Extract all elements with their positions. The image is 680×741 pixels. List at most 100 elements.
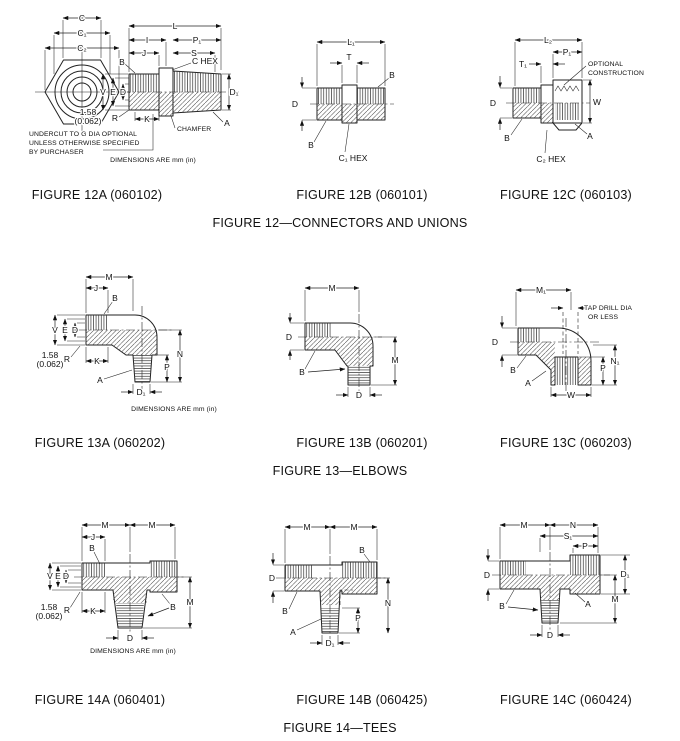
dim-label-k: K [94, 356, 100, 366]
fig12b-caption: FIGURE 12B (060101) [296, 188, 428, 202]
dim-label-d1: D₁ [620, 569, 629, 579]
dim-label-d: D [292, 99, 298, 109]
dim-label-d-left: D [484, 570, 490, 580]
note-dimensions: DIMENSIONS ARE mm (in) [110, 157, 196, 164]
text-radius-mm: 1.58 [42, 350, 59, 360]
dim-label-p: P [582, 541, 588, 551]
text-radius-mm: 1.58 [80, 107, 97, 117]
dim-label-j: J [142, 48, 146, 58]
dim-label-p: P [355, 613, 361, 623]
leader-label-a: A [290, 627, 296, 637]
dim-label-n1: N₁ [610, 356, 619, 366]
dim-label-d-bottom: D [127, 633, 133, 643]
leader-label-chex: C HEX [192, 56, 218, 66]
fig14a-drawing: M M J B V E D 1.58 (0.062) R K D B M DIM… [34, 519, 195, 657]
dim-label-v: V [52, 325, 58, 335]
dim-label-d: D [63, 571, 69, 581]
leader-label-b-right: B [170, 602, 176, 612]
note-optional-1: OPTIONAL [588, 61, 623, 68]
dim-label-m-right: M [350, 522, 357, 532]
dim-label-d: D [490, 98, 496, 108]
fig13c-caption: FIGURE 13C (060203) [500, 436, 632, 450]
dim-label-p1: P₁ [563, 47, 572, 57]
dim-label-l: L [173, 21, 178, 31]
leader-label-c2hex: C₂ HEX [536, 154, 566, 164]
dim-label-s: S [191, 48, 197, 58]
dim-label-d: D [269, 573, 275, 583]
dim-label-m-left: M [303, 522, 310, 532]
leader-label-b-top: B [89, 543, 95, 553]
dim-label-j: J [91, 532, 95, 542]
dim-label-w: W [593, 97, 601, 107]
text-radius-in: (0.062) [75, 116, 102, 126]
leader-label-a: A [525, 378, 531, 388]
fig12c-drawing: L₂ P₁ T₁ OPTIONAL CONSTRUCTION W D B A C… [489, 34, 646, 166]
leader-label-b-bottom: B [308, 140, 314, 150]
dim-label-r: R [64, 354, 70, 364]
dim-label-m: M [520, 520, 527, 530]
leader-label-b: B [504, 133, 510, 143]
fig14c-drawing: M N S₁ P D D₁ M A B D [483, 519, 631, 642]
dim-label-m-right: M [611, 594, 618, 604]
dim-label-t1: T₁ [519, 59, 527, 69]
dim-label-p1: P₁ [193, 35, 202, 45]
dim-label-p: P [600, 363, 606, 373]
dim-label-m-right: M [391, 355, 398, 365]
dim-label-e: E [110, 87, 116, 97]
dim-label-n: N [177, 349, 183, 359]
dim-label-e: E [62, 325, 68, 335]
dim-label-r: R [64, 605, 70, 615]
leader-label-b: B [119, 57, 125, 67]
dim-label-n: N [570, 520, 576, 530]
leader-label-b-top: B [359, 545, 365, 555]
note-optional-2: CONSTRUCTION [588, 70, 644, 77]
dim-label-r: R [112, 113, 118, 123]
dim-label-a: A [224, 118, 230, 128]
figure13-group-caption: FIGURE 13—ELBOWS [272, 464, 408, 478]
fig13a-drawing: M J B V E D 1.58 (0.062) R K A D₁ N P DI… [35, 271, 218, 415]
dim-label-d1: D₁ [136, 387, 145, 397]
fig14b-drawing: M M B D B A D₁ P N [268, 521, 393, 650]
fig14a-caption: FIGURE 14A (060401) [34, 693, 166, 707]
dim-label-k: K [144, 114, 150, 124]
dim-label-s1: S₁ [564, 531, 573, 541]
fig12a-drawing: C C₁ C₂ L I P₁ J S B C HEX V E D D₁ 1.58… [28, 12, 240, 166]
note-dimensions: DIMENSIONS ARE mm (in) [131, 406, 217, 413]
dim-label-t: T [346, 52, 351, 62]
leader-label-c1hex: C₁ HEX [339, 153, 368, 163]
note-undercut-3: BY PURCHASER [29, 149, 84, 156]
fig13a-caption: FIGURE 13A (060202) [34, 436, 166, 450]
fig14b-caption: FIGURE 14B (060425) [296, 693, 428, 707]
note-dimensions: DIMENSIONS ARE mm (in) [90, 648, 176, 655]
dim-label-m-left: M [101, 520, 108, 530]
fig13c-drawing: M₁ TAP DRILL DIA OR LESS D B A W N₁ P [491, 284, 634, 402]
dim-label-d1: D₁ [325, 638, 334, 648]
note-tapdrill-1: TAP DRILL DIA [584, 305, 632, 312]
dim-label-d: D [492, 337, 498, 347]
dim-label-m1: M₁ [536, 285, 546, 295]
leader-label-a: A [97, 375, 103, 385]
dim-label-c: C [79, 13, 85, 23]
label-chamfer: CHAMFER [177, 126, 211, 133]
fig13b-drawing: M D B M D [285, 282, 400, 402]
leader-label-b-left: B [282, 606, 288, 616]
text-radius-in: (0.062) [37, 359, 64, 369]
fig12b-drawing: L₁ T B D B C₁ HEX [291, 36, 397, 165]
note-undercut-2: UNLESS OTHERWISE SPECIFIED [29, 140, 140, 147]
fig14c-caption: FIGURE 14C (060424) [500, 693, 632, 707]
leader-label-a: A [585, 599, 591, 609]
dim-label-l2: L₂ [544, 35, 552, 45]
dim-label-d: D [72, 325, 78, 335]
dim-label-d1: D₁ [229, 87, 238, 97]
dim-label-d-bottom: D [547, 630, 553, 640]
dim-label-c1: C₁ [77, 28, 86, 38]
dim-label-d-left: D [286, 332, 292, 342]
leader-label-b: B [299, 367, 305, 377]
leader-label-a: A [587, 131, 593, 141]
dim-label-v: V [100, 87, 106, 97]
figure14-group-caption: FIGURE 14—TEES [283, 721, 397, 735]
dim-label-j: J [94, 283, 98, 293]
dim-label-p: P [164, 362, 170, 372]
note-tapdrill-2: OR LESS [588, 314, 619, 321]
